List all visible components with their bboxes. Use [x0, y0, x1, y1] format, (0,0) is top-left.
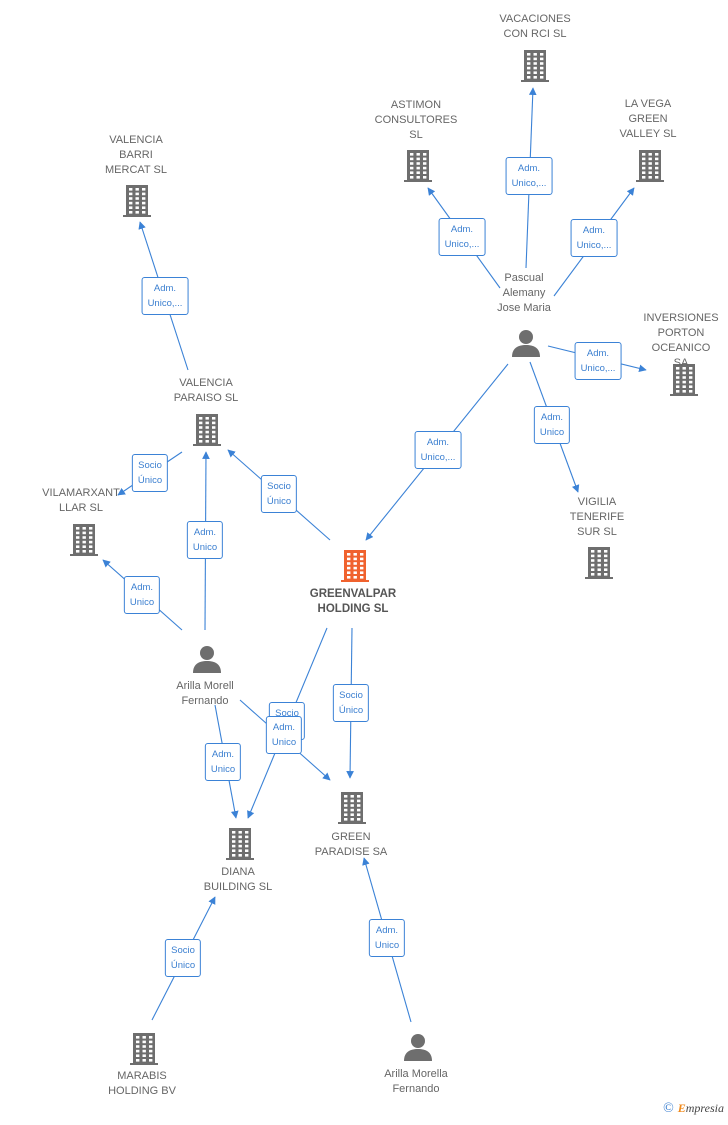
building-icon[interactable]	[69, 522, 99, 561]
company-name[interactable]: GREEN PARADISE SA	[314, 831, 388, 858]
building-icon[interactable]	[635, 148, 665, 187]
company-name[interactable]: VACACIONES CON RCI SL	[499, 13, 571, 40]
company-name[interactable]: ASTIMON CONSULTORES SL	[374, 99, 458, 141]
company-name[interactable]: VIGILIA TENERIFE SUR SL	[569, 496, 625, 538]
building-icon[interactable]	[520, 48, 550, 87]
relation-label[interactable]: Adm. Unico	[533, 406, 571, 444]
relation-label[interactable]: Socio Único	[164, 939, 202, 977]
person-name[interactable]: Arilla Morell Fernando	[176, 680, 234, 707]
person-name[interactable]: Pascual Alemany Jose Maria	[497, 272, 551, 314]
company-name[interactable]: MARABIS HOLDING BV	[108, 1070, 176, 1097]
building-icon[interactable]	[669, 362, 699, 401]
building-icon[interactable]	[403, 148, 433, 187]
relation-label[interactable]: Adm. Unico	[186, 521, 224, 559]
building-icon[interactable]	[225, 826, 255, 865]
company-name[interactable]: LA VEGA GREEN VALLEY SL	[619, 98, 677, 140]
company-name[interactable]: VALENCIA BARRI MERCAT SL	[105, 134, 167, 176]
person-icon[interactable]	[403, 1032, 433, 1067]
company-name[interactable]: INVERSIONES PORTON OCEANICO SA	[643, 312, 719, 369]
company-name[interactable]: VALENCIA PARAISO SL	[173, 377, 239, 404]
relation-label[interactable]: Socio Único	[260, 475, 298, 513]
relation-label[interactable]: Adm. Unico,...	[570, 219, 618, 257]
building-icon[interactable]	[192, 412, 222, 451]
relation-label[interactable]: Adm. Unico	[204, 743, 242, 781]
empresia-logo: ©Empresia	[663, 1101, 724, 1116]
relation-label[interactable]: Adm. Unico	[123, 576, 161, 614]
relation-label[interactable]: Adm. Unico,...	[505, 157, 553, 195]
person-icon[interactable]	[192, 644, 222, 679]
relation-label[interactable]: Socio Único	[332, 684, 370, 722]
relation-label[interactable]: Adm. Unico	[265, 716, 303, 754]
relation-label[interactable]: Adm. Unico,...	[141, 277, 189, 315]
building-icon[interactable]	[122, 183, 152, 222]
building-icon[interactable]	[129, 1031, 159, 1070]
company-name[interactable]: VILAMARXANT LLAR SL	[42, 487, 120, 514]
relation-label[interactable]: Adm. Unico,...	[438, 218, 486, 256]
company-name[interactable]: GREENVALPAR HOLDING SL	[309, 588, 397, 615]
building-icon[interactable]	[337, 790, 367, 829]
person-icon[interactable]	[511, 328, 541, 363]
building-icon-main[interactable]	[340, 548, 370, 587]
person-name[interactable]: Arilla Morella Fernando	[384, 1068, 448, 1095]
relation-label[interactable]: Adm. Unico	[368, 919, 406, 957]
relation-label[interactable]: Socio Único	[131, 454, 169, 492]
company-name[interactable]: DIANA BUILDING SL	[203, 866, 273, 893]
relation-label[interactable]: Adm. Unico,...	[414, 431, 462, 469]
relation-label[interactable]: Adm. Unico,...	[574, 342, 622, 380]
building-icon[interactable]	[584, 545, 614, 584]
